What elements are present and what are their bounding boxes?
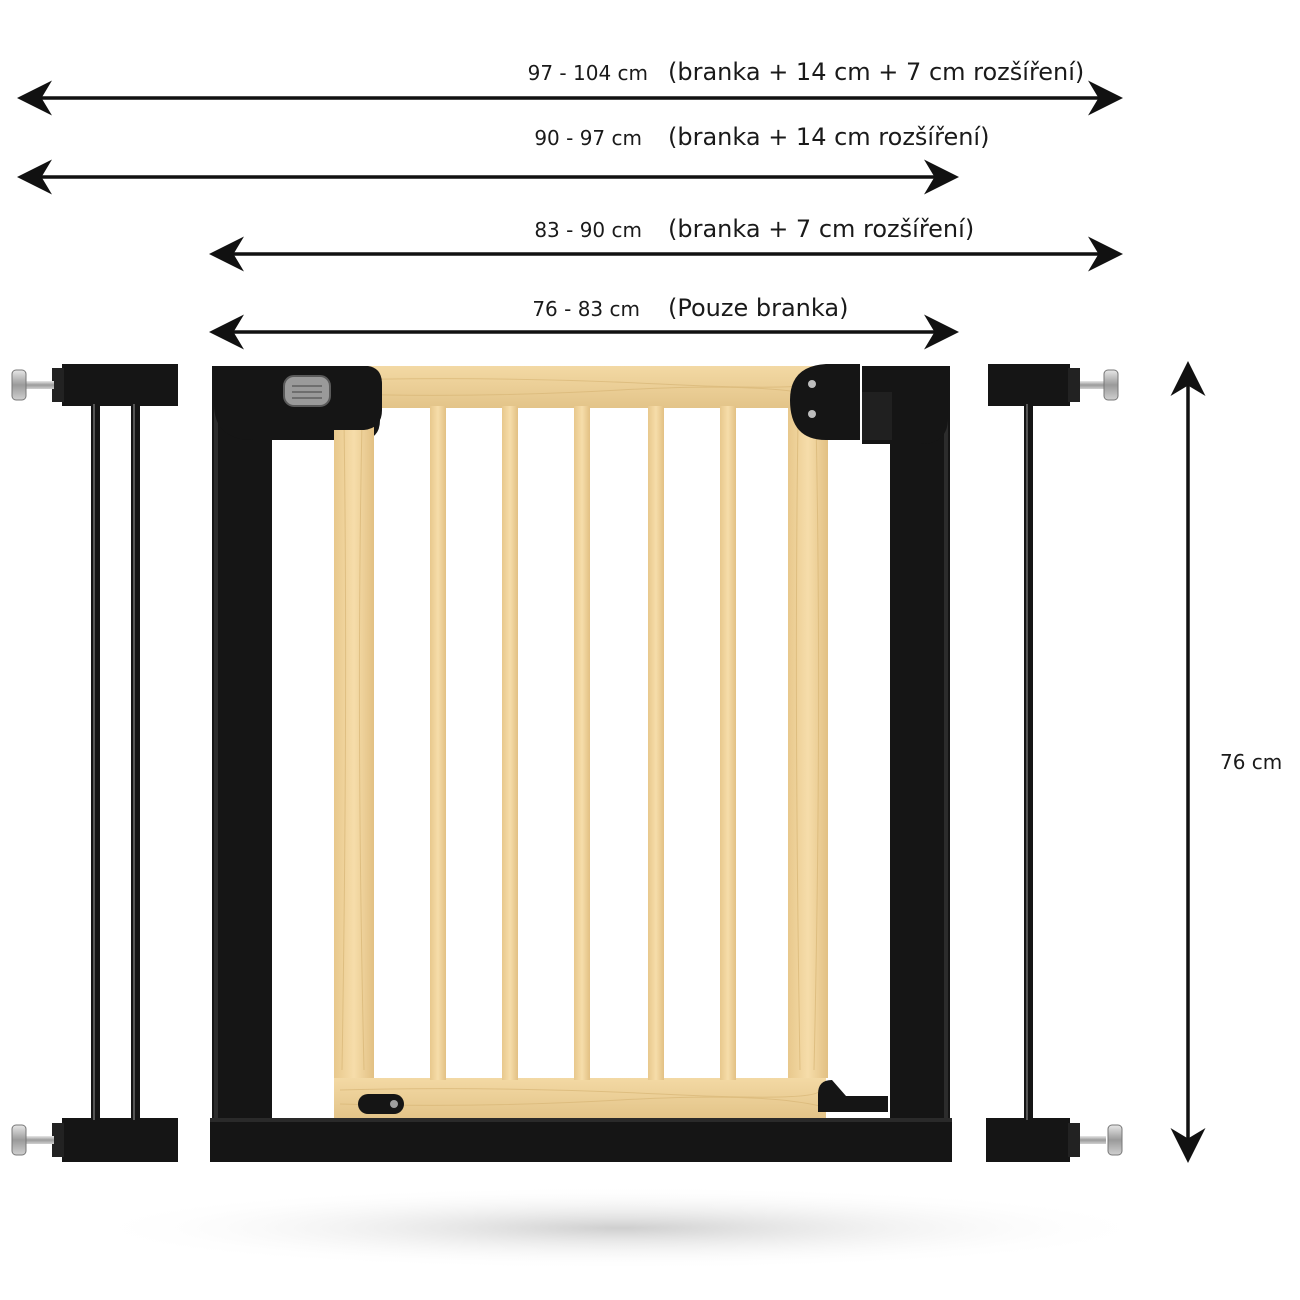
dimension-row-3: 83 - 90 cm (branka + 7 cm rozšíření) [209,215,1123,272]
height-label: 76 cm [1220,750,1282,774]
extension-14cm [11,364,178,1162]
floor-shadow [80,1186,1160,1270]
dimension-range: 97 - 104 cm [528,61,648,85]
dimension-row-1: 97 - 104 cm (branka + 14 cm + 7 cm rozší… [17,58,1123,116]
dimension-range: 76 - 83 cm [532,297,640,321]
dimension-note: (branka + 7 cm rozšíření) [668,215,974,243]
dimension-row-2: 90 - 97 cm (branka + 14 cm rozšíření) [17,123,989,195]
dimension-range: 83 - 90 cm [534,218,642,242]
wooden-door [334,364,888,1118]
lock-knob [358,1094,404,1114]
dimension-note: (branka + 14 cm + 7 cm rozšíření) [668,58,1084,86]
dimension-range: 90 - 97 cm [534,126,642,150]
height-dimension: 76 cm [1170,361,1282,1163]
dimension-row-4: 76 - 83 cm (Pouze branka) [209,294,959,350]
gate-frame [210,366,952,1162]
dimension-note: (branka + 14 cm rozšíření) [668,123,989,151]
dimension-note: (Pouze branka) [668,294,848,322]
extension-7cm [986,364,1123,1162]
